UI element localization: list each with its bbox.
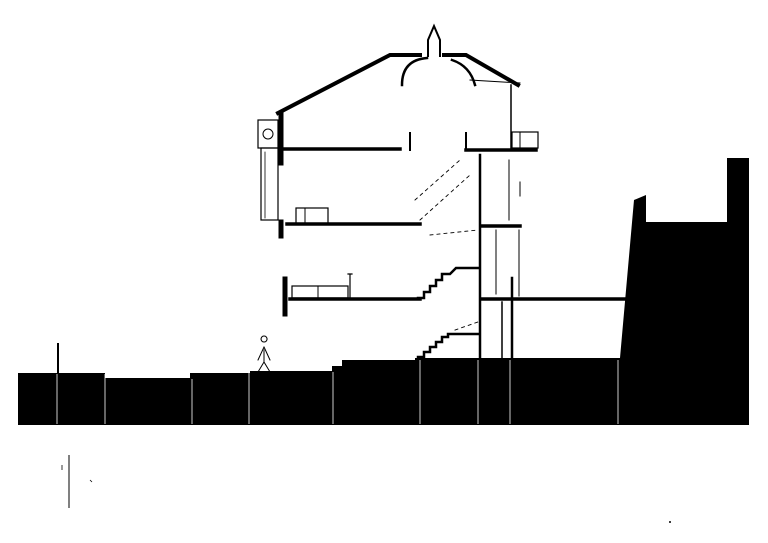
post [57, 343, 59, 374]
neighbour-building-mass [620, 158, 749, 425]
roof-arch-left [400, 56, 429, 87]
bay-window-upper [257, 119, 279, 149]
roof-arch-right [450, 58, 477, 87]
house-section [257, 23, 626, 373]
legend-marks [61, 455, 93, 508]
ground-hairlines [56, 360, 619, 424]
staircase-lower [416, 332, 480, 359]
balcony-rail [511, 131, 539, 149]
kitchen-fixture [262, 128, 274, 140]
staircase-middle [416, 266, 480, 300]
sofa [291, 285, 349, 299]
person-figure [257, 335, 271, 373]
roof-left [275, 53, 422, 116]
bed [295, 207, 329, 225]
ground-mass [18, 158, 749, 425]
dot-mark [669, 521, 671, 523]
stair-dashed-runs [414, 159, 479, 331]
roof-eave [469, 79, 521, 84]
lamp [347, 273, 353, 299]
roof-right [442, 53, 521, 88]
ground-terrain [18, 358, 620, 425]
bay-window-lower [260, 147, 279, 221]
chimney [427, 23, 441, 57]
